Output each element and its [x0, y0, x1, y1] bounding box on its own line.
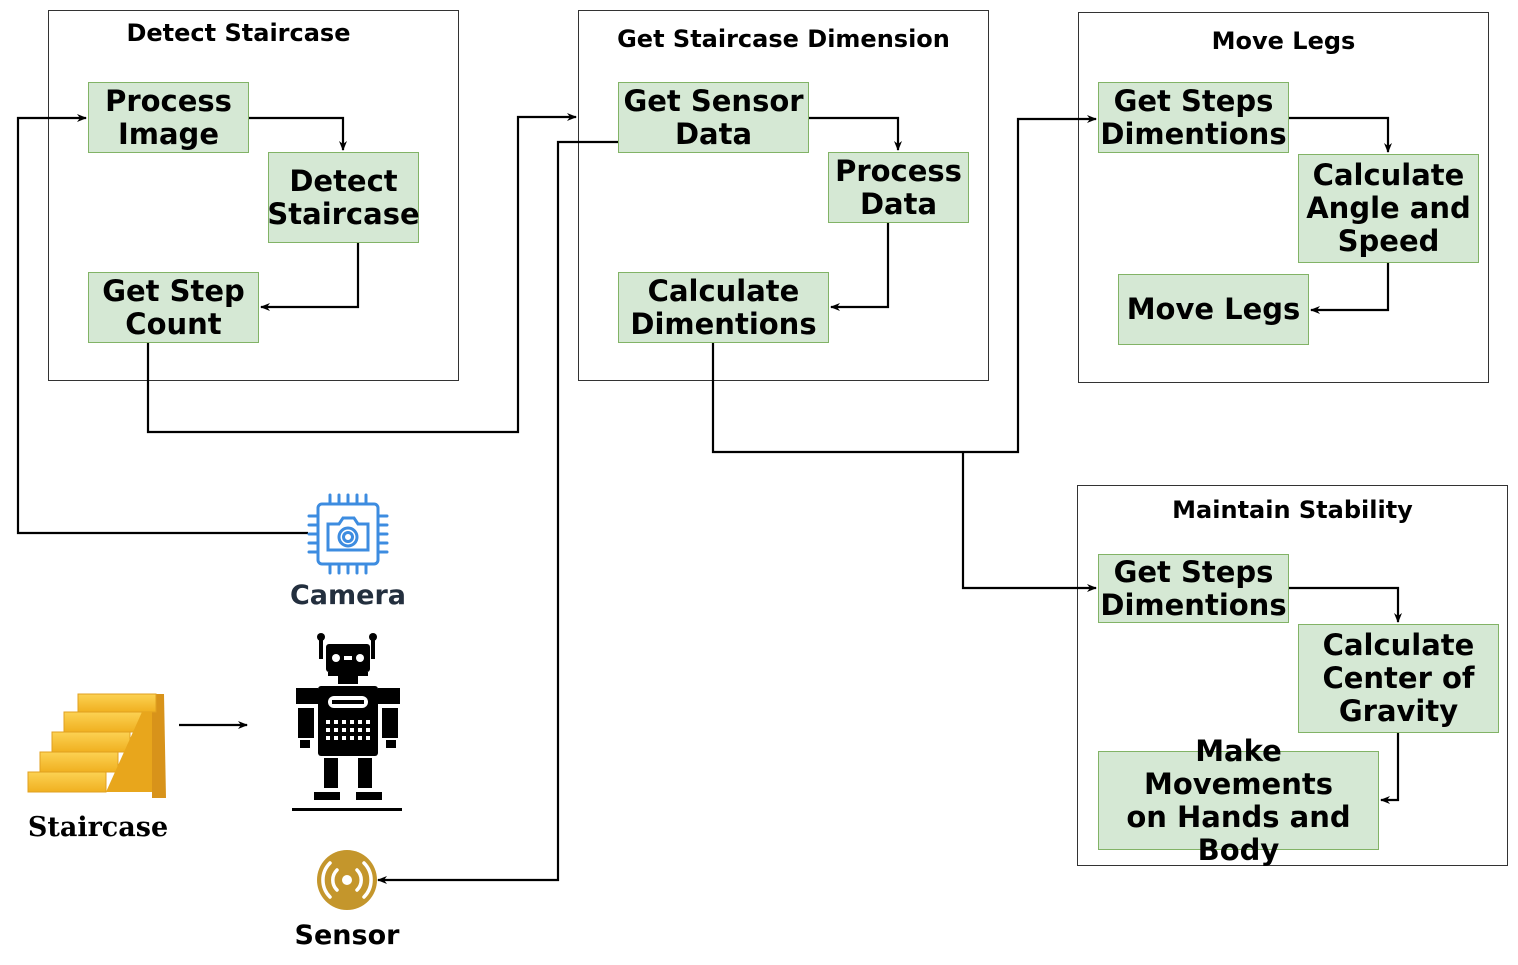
calculate-cog-node[interactable]: Calculate Center of Gravity — [1298, 624, 1499, 733]
process-image-label: Process Image — [105, 83, 232, 151]
maintain-stability-title: Maintain Stability — [1172, 496, 1413, 524]
sensor-label: Sensor — [294, 920, 400, 951]
process-data-node[interactable]: Process Data — [828, 152, 969, 223]
stability-get-steps-node[interactable]: Get Steps Dimentions — [1098, 554, 1289, 623]
calculate-angle-speed-node[interactable]: Calculate Angle and Speed — [1298, 154, 1479, 263]
sensor-icon — [317, 850, 377, 910]
staircase-label: Staircase — [27, 812, 169, 843]
make-movements-node[interactable]: Make Movements on Hands and Body — [1098, 734, 1379, 866]
calculate-dimentions-node[interactable]: Calculate Dimentions — [618, 272, 829, 343]
process-image-node[interactable]: Process Image — [88, 82, 249, 153]
robot-icon — [292, 633, 402, 811]
get-step-count-node[interactable]: Get Step Count — [88, 272, 259, 343]
move-legs-title: Move Legs — [1211, 27, 1356, 55]
make-movements-label: Make Movements on Hands and Body — [1126, 733, 1351, 867]
get-sensor-data-node[interactable]: Get Sensor Data — [618, 82, 809, 153]
process-data-label: Process Data — [835, 153, 962, 221]
staircase-dimension-title: Get Staircase Dimension — [617, 25, 950, 53]
get-step-count-label: Get Step Count — [102, 273, 245, 341]
move-legs-get-steps-label: Get Steps Dimentions — [1100, 83, 1287, 151]
detect-staircase-node[interactable]: Detect Staircase — [267, 152, 420, 243]
stability-get-steps-label: Get Steps Dimentions — [1100, 554, 1287, 622]
calculate-angle-speed-label: Calculate Angle and Speed — [1306, 158, 1471, 258]
calculate-cog-label: Calculate Center of Gravity — [1322, 628, 1475, 728]
get-sensor-data-label: Get Sensor Data — [623, 83, 804, 151]
calculate-dimentions-label: Calculate Dimentions — [630, 273, 817, 341]
move-legs-node[interactable]: Move Legs — [1118, 274, 1309, 345]
detect-staircase-label: Detect Staircase — [267, 163, 420, 231]
move-legs-label: Move Legs — [1126, 292, 1301, 326]
staircase-icon — [27, 693, 166, 798]
camera-icon — [307, 493, 389, 575]
detect-staircase-title: Detect Staircase — [126, 19, 351, 47]
move-legs-get-steps-node[interactable]: Get Steps Dimentions — [1098, 82, 1289, 153]
camera-label: Camera — [289, 580, 406, 611]
